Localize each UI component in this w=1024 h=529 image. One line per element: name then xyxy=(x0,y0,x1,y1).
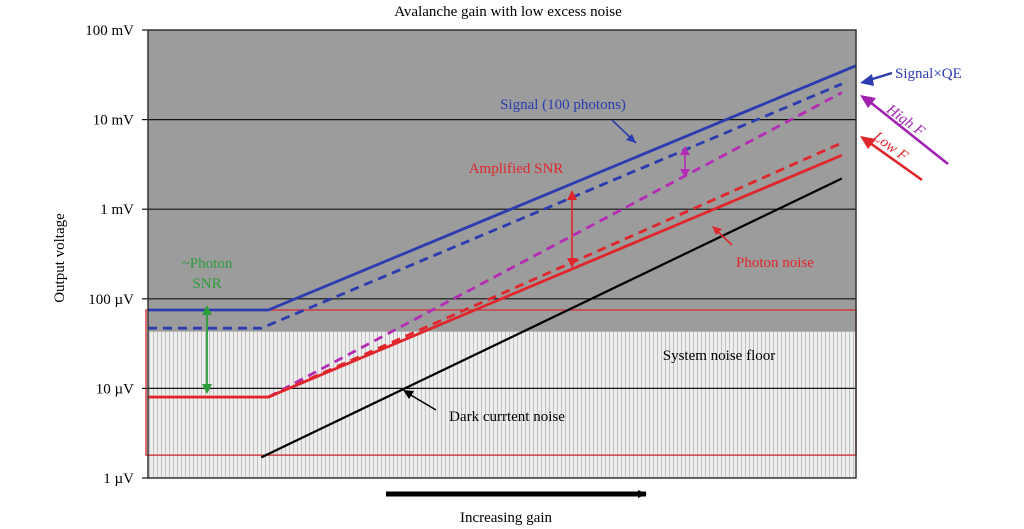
annotation-dark-current: Dark currtent noise xyxy=(449,409,565,425)
annotation-photon-noise-pointer-head xyxy=(712,226,722,235)
x-axis-label: Increasing gain xyxy=(460,510,553,526)
y-tick-label: 10 mV xyxy=(93,113,134,129)
photon-snr-arrow xyxy=(202,305,212,394)
annotation-noise-floor: System noise floor xyxy=(663,348,776,364)
y-tick-label: 1 mV xyxy=(100,202,134,218)
annotation-low-f-arrow xyxy=(869,141,923,182)
annotation-dark-current-pointer-head xyxy=(403,390,414,399)
annotation-high-f-label: High F xyxy=(882,101,928,140)
y-tick-labels: 100 mV 10 mV 1 mV 100 µV 10 µV 1 µV xyxy=(85,23,134,487)
y-tick-label: 100 mV xyxy=(85,23,134,39)
annotation-high-f-arrowhead xyxy=(860,95,876,108)
annotation-high-f-arrow xyxy=(869,100,949,166)
series-line-dark-current xyxy=(260,177,843,459)
series-line-signal xyxy=(148,64,857,312)
annotation-signal-qe: Signal×QE xyxy=(895,66,962,82)
annotation-dark-current-pointer xyxy=(408,393,437,411)
y-axis-label: Output voltage xyxy=(52,213,68,303)
annotation-low-f-arrowhead xyxy=(860,136,876,149)
annotation-photon-noise-pointer xyxy=(715,229,733,246)
annotation-photon-snr: ~Photon xyxy=(182,256,233,272)
series-lines xyxy=(148,64,857,459)
plot-frame xyxy=(147,29,857,479)
chart-title: Avalanche gain with low excess noise xyxy=(394,4,622,20)
amplified-snr-arrow-small xyxy=(680,146,690,178)
annotation-photon-noise: Photon noise xyxy=(736,255,814,271)
annotation-signal-100-photons: Signal (100 photons) xyxy=(500,97,626,113)
series-line-signal-qe xyxy=(148,82,843,330)
annotation-signal-qe-pointer-head xyxy=(860,74,874,86)
annotation-high-f: High F xyxy=(882,101,928,140)
y-tick-label: 100 µV xyxy=(88,292,134,308)
y-tick-label: 10 µV xyxy=(96,381,134,397)
amplified-snr-arrow-large xyxy=(567,190,577,268)
annotation-signal-pointer-head xyxy=(626,134,636,143)
noise-floor-region xyxy=(148,331,856,478)
annotation-amplified-snr: Amplified SNR xyxy=(469,161,564,177)
annotation-photon-snr-2: SNR xyxy=(192,276,221,292)
series-line-photon-noise xyxy=(148,153,843,399)
series-line-high-f xyxy=(267,91,843,399)
y-tick-label: 1 µV xyxy=(103,471,134,487)
